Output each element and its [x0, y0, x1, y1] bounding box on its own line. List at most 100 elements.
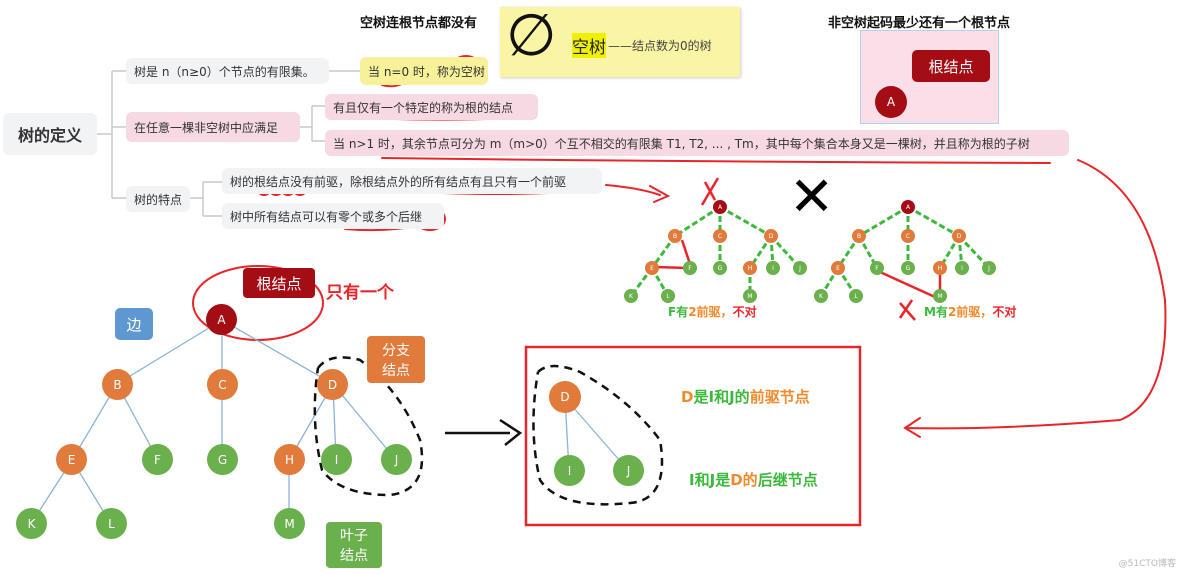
node-h: H — [274, 444, 305, 475]
condition-unique-root: 有且仅有一个特定的称为根的结点 — [325, 94, 538, 120]
wt-right-c: C — [901, 229, 915, 243]
wt-left-c: C — [713, 229, 727, 243]
node-j: J — [381, 444, 412, 475]
stmt-part: 前驱节点 — [749, 388, 810, 406]
empty-tree-card: ∅ 空树 ——结点数为0的树 — [500, 1, 740, 77]
wt-right-h: H — [933, 261, 947, 275]
node-i: I — [321, 444, 352, 475]
edge-bubble: 边 — [115, 308, 153, 340]
subtree-node-i: I — [554, 455, 585, 486]
wt-right-i: I — [955, 261, 969, 275]
condition-subtrees: 当 n>1 时，其余节点可分为 m（m>0）个互不相交的有限集 T1, T2, … — [325, 130, 1069, 156]
stmt-part: 的 — [734, 388, 750, 406]
main-tree-edges — [30, 319, 397, 525]
wt-right-j: J — [982, 261, 996, 275]
successor-statement: I和J是D的后继节点 — [689, 469, 818, 490]
node-l: L — [96, 508, 127, 539]
stmt-part: J — [729, 388, 735, 406]
wt-right-m: M — [933, 289, 947, 303]
node-e: E — [56, 444, 87, 475]
root-node-a: A — [875, 86, 907, 118]
stmt-part: I — [689, 471, 695, 489]
bubble-line: 结点 — [340, 548, 368, 564]
wt-right-g: G — [901, 261, 915, 275]
node-f: F — [142, 444, 173, 475]
wt-right-f: F — [870, 261, 884, 275]
stmt-part: 的 — [742, 471, 758, 489]
caption-part: 不对 — [992, 305, 1017, 319]
wt-left-e: E — [645, 261, 659, 275]
branch-finite-set: 树是 n（n≥0）个节点的有限集。 — [126, 58, 329, 84]
wt-left-m: M — [743, 289, 757, 303]
wt-right-l: L — [849, 289, 863, 303]
node-d: D — [317, 369, 348, 400]
predecessor-statement: D是I和J的前驱节点 — [681, 386, 810, 407]
node-m: M — [274, 508, 305, 539]
node-a: A — [206, 304, 237, 335]
subtree-frame — [524, 345, 862, 527]
wrong-right-caption: M有2前驱，不对 — [924, 303, 1016, 320]
empty-tree-desc: ——结点数为0的树 — [608, 39, 712, 53]
caption-part: 2前驱， — [947, 305, 993, 319]
branch-node-bubble: 分支 结点 — [367, 336, 425, 383]
mindmap-root: 树的定义 — [3, 113, 97, 155]
wt-right-b: B — [852, 229, 866, 243]
wt-left-g: G — [713, 261, 727, 275]
stmt-part: 是 — [715, 471, 731, 489]
stmt-part: 是 — [693, 388, 709, 406]
empty-tree-term: 空树 — [572, 33, 606, 58]
empty-tree-condition: 当 n=0 时，称为空树 — [360, 57, 488, 85]
caption-part: 不对 — [732, 305, 757, 319]
stmt-part: D — [730, 471, 743, 489]
leaf-node-bubble: 叶子 结点 — [326, 522, 382, 568]
node-b: B — [102, 369, 133, 400]
stmt-part: 和 — [694, 471, 710, 489]
stmt-part: J — [709, 471, 716, 489]
subtree-node-d: D — [549, 381, 581, 413]
node-c: C — [207, 369, 238, 400]
root-note: 只有一个 — [326, 283, 394, 303]
wt-right-e: E — [831, 261, 845, 275]
wt-left-l: L — [661, 289, 675, 303]
arrow-to-subtree — [445, 418, 523, 446]
wt-right-k: K — [814, 289, 828, 303]
feature-successor: 树中所有结点可以有零个或多个后继 — [222, 203, 444, 229]
nonempty-tree-heading: 非空树起码最少还有一个根节点 — [828, 16, 1011, 31]
nonempty-tree-card: 根结点 A — [860, 30, 999, 124]
wt-left-j: J — [793, 261, 807, 275]
caption-part: M有 — [924, 305, 948, 319]
wt-left-a: A — [713, 200, 727, 214]
node-g: G — [207, 444, 238, 475]
node-k: K — [16, 508, 47, 539]
wt-right-a: A — [901, 200, 915, 214]
dashed-lasso-main — [313, 356, 424, 497]
branch-nonempty-conditions: 在任意一棵非空树中应满足 — [126, 112, 300, 142]
stmt-part: D — [681, 388, 694, 406]
empty-set-icon: ∅ — [506, 1, 557, 69]
wt-right-d: D — [952, 229, 966, 243]
stmt-part: I — [708, 388, 715, 406]
bubble-line: 分支 — [382, 342, 410, 359]
wt-left-i: I — [766, 261, 780, 275]
dashed-lasso-subtree — [532, 364, 664, 506]
subtree-node-j: J — [613, 455, 644, 486]
watermark: @51CTO博客 — [1118, 559, 1176, 569]
stmt-part: 和 — [714, 388, 730, 406]
branch-tree-features: 树的特点 — [126, 186, 190, 212]
wt-left-b: B — [668, 229, 682, 243]
wt-left-d: D — [764, 229, 778, 243]
wt-left-h: H — [743, 261, 757, 275]
mindmap-connectors — [97, 70, 360, 217]
stmt-part: 后继节点 — [757, 471, 818, 489]
bubble-line: 叶子 — [340, 528, 368, 544]
wrong-left-caption: F有2前驱，不对 — [668, 303, 757, 320]
caption-part: 2前驱， — [688, 305, 733, 319]
empty-tree-heading: 空树连根节点都没有 — [360, 16, 478, 31]
bubble-line: 结点 — [382, 362, 410, 379]
wt-left-f: F — [683, 261, 697, 275]
big-x-icon: ✕ — [789, 165, 835, 228]
caption-part: F有 — [668, 305, 689, 319]
feature-predecessor: 树的根结点没有前驱，除根结点外的所有结点有且只有一个前驱 — [222, 168, 602, 194]
root-bubble: 根结点 — [912, 50, 990, 82]
